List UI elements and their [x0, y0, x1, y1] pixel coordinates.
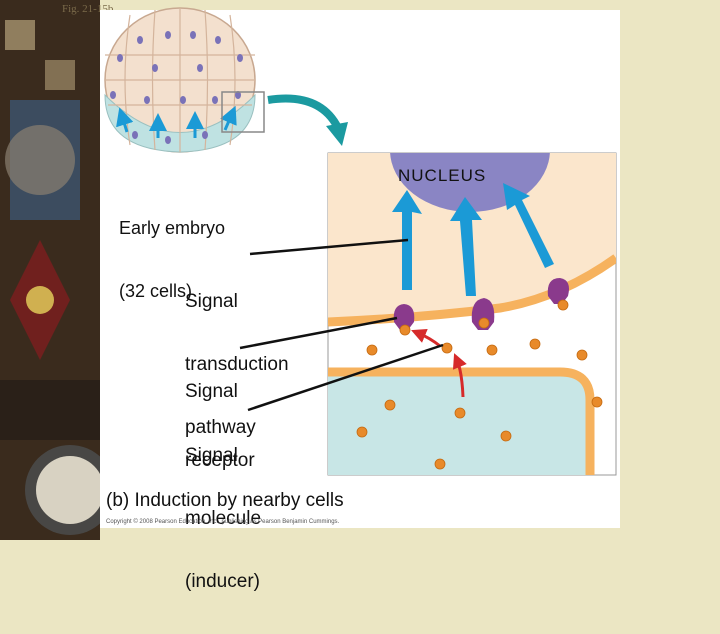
- signal-molecules: [356, 299, 603, 470]
- molecule-label-line2: molecule: [185, 508, 262, 529]
- inducer-arrows: [411, 328, 467, 398]
- embryo-label-line1: Early embryo: [119, 218, 226, 238]
- figure-caption: (b) Induction by nearby cells: [106, 490, 344, 511]
- receptor-label: Signal receptor: [185, 334, 255, 518]
- embryo-label-line2: (32 cells): [119, 281, 193, 301]
- leader-lines: [239, 238, 444, 412]
- decorative-photo-strip: [0, 0, 100, 540]
- nucleus: [390, 153, 550, 212]
- embryo-sphere: [104, 7, 265, 153]
- magnified-view: [327, 152, 617, 476]
- zoom-arrow-head: [326, 122, 348, 146]
- molecule-label-line3: (inducer): [185, 571, 260, 592]
- receptor-label-line1: Signal: [185, 381, 238, 402]
- transduction-label: Signal transduction pathway: [185, 249, 289, 480]
- induction-diagram: [104, 7, 617, 476]
- molecule-label-line1: Signal: [185, 445, 238, 466]
- transduction-label-line1: Signal: [185, 291, 238, 312]
- transduction-label-line3: pathway: [185, 417, 256, 438]
- nucleus-label: NUCLEUS: [398, 166, 487, 185]
- receptor-label-line2: receptor: [185, 450, 255, 471]
- zoom-arrow: [267, 94, 342, 130]
- medal-decoration: [0, 0, 100, 540]
- transduction-label-line2: transduction: [185, 354, 289, 375]
- embryo-label: Early embryo (32 cells): [119, 176, 225, 344]
- slide: Fig. 21-15b: [0, 0, 620, 592]
- copyright-notice: Copyright © 2008 Pearson Education, Inc.…: [106, 519, 340, 525]
